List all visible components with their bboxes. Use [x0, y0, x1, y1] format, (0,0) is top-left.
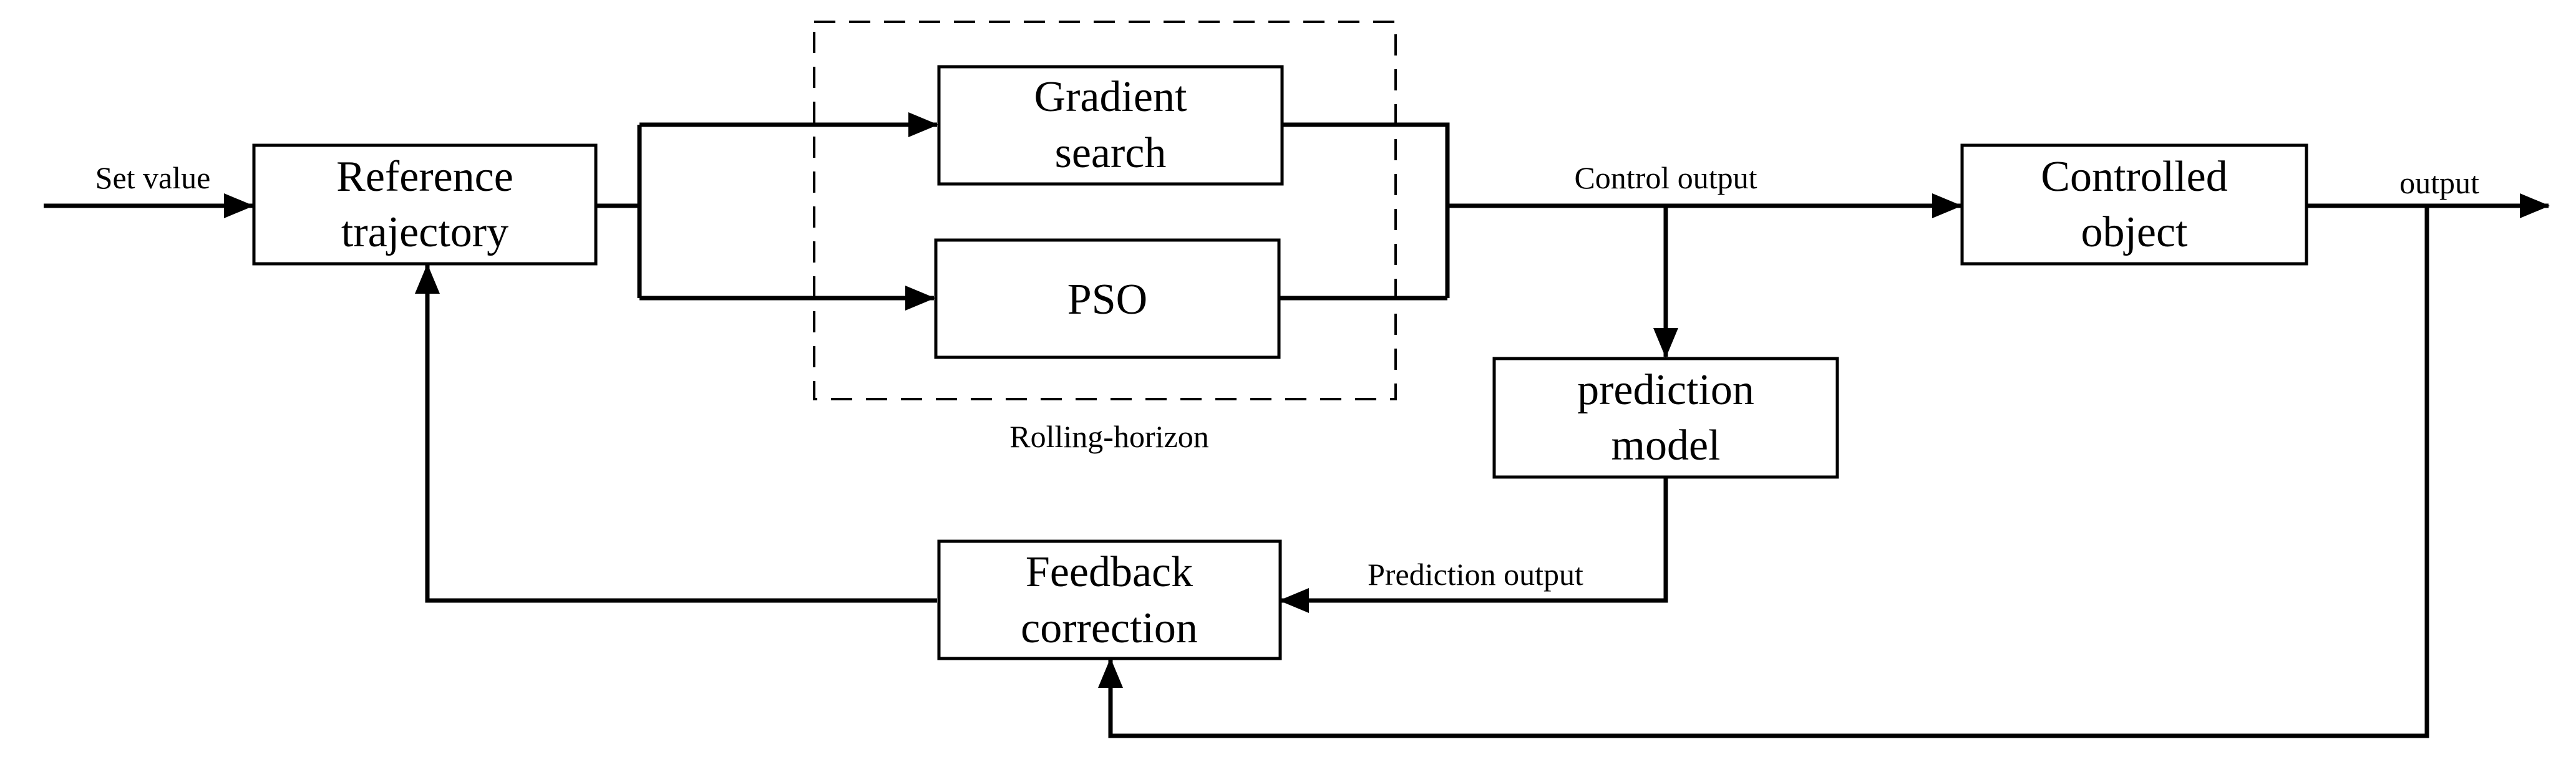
controlled-object-label-line1: Controlled: [2041, 153, 2227, 201]
gradient-search-label-line1: Gradient: [1034, 73, 1187, 121]
prediction-model-block: prediction model: [1492, 357, 1839, 479]
prediction-model-label-line1: prediction: [1577, 366, 1754, 414]
gradient-merge-line: [1282, 122, 1450, 298]
gradient-search-label-line2: search: [1055, 129, 1167, 177]
control-output-label: Control output: [1574, 160, 1757, 195]
output-feedback-line: [1098, 206, 2429, 738]
feedback-to-reference-arrow: [415, 264, 937, 603]
gradient-search-block: Gradient search: [937, 65, 1284, 186]
reference-split-line: [596, 125, 642, 298]
reference-trajectory-block: Reference trajectory: [252, 143, 598, 266]
controlled-object-label-line2: object: [2081, 208, 2188, 256]
output-label: output: [2399, 165, 2479, 200]
reference-trajectory-label-line2: trajectory: [341, 208, 508, 256]
feedback-correction-label-line2: correction: [1021, 604, 1198, 652]
controlled-object-block: Controlled object: [1960, 143, 2308, 266]
rolling-horizon-region: [813, 21, 1397, 400]
set-value-label: Set value: [95, 160, 211, 195]
pso-label: PSO: [1067, 276, 1147, 324]
prediction-model-label-line2: model: [1611, 422, 1721, 470]
prediction-output-arrow: [1279, 477, 1668, 613]
feedback-correction-label-line1: Feedback: [1026, 548, 1193, 596]
reference-trajectory-label-line1: Reference: [336, 153, 513, 201]
rolling-horizon-label: Rolling-horizon: [1009, 419, 1208, 454]
pso-block: PSO: [934, 238, 1281, 359]
prediction-output-label: Prediction output: [1368, 557, 1583, 592]
feedback-correction-block: Feedback correction: [937, 539, 1282, 660]
